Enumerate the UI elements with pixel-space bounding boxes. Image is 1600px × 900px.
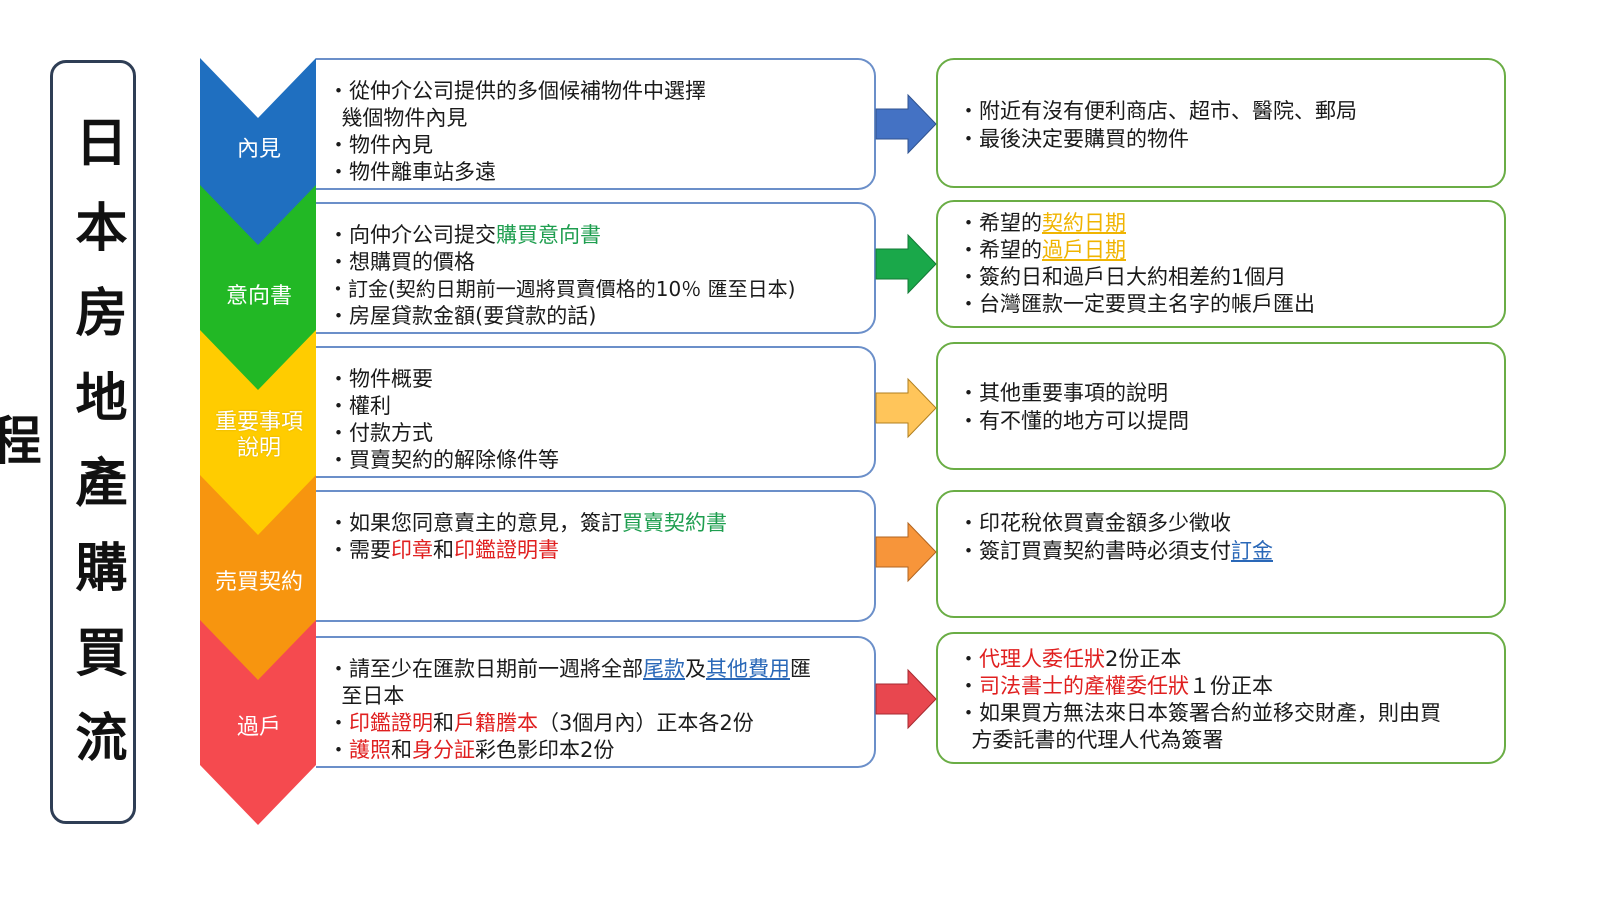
step-3-detail-line: ・付款方式	[328, 421, 433, 445]
step-4-note-box	[936, 490, 1506, 618]
step-1-detail-line: 幾個物件內見	[328, 106, 468, 130]
step-5-note-line: ・代理人委任狀2份正本	[958, 647, 1182, 671]
step-5-detail-line: ・請至少在匯款日期前一週將全部尾款及其他費用匯	[328, 657, 811, 681]
step-1-label: 內見	[236, 137, 281, 162]
step-3-note-line: ・有不懂的地方可以提問	[958, 409, 1189, 433]
chevron-step-1	[200, 58, 316, 245]
step-3-note-box	[936, 342, 1506, 470]
step-4-detail-line: ・如果您同意賣主的意見，簽訂買賣契約書	[328, 511, 727, 535]
step-3-detail-line: ・權利	[328, 394, 391, 418]
arrow-step-4	[875, 521, 937, 583]
arrow-step-2	[875, 233, 937, 295]
step-1-note-line: ・附近有沒有便利商店、超市、醫院、郵局	[958, 99, 1357, 123]
step-5-detail-line: ・印鑑證明和戶籍謄本（3個月內）正本各2份	[328, 711, 754, 735]
step-5-note-line: ・如果買方無法來日本簽署合約並移交財產，則由買	[958, 701, 1441, 725]
step-2-note-line: ・希望的過戶日期	[958, 238, 1126, 262]
step-2-detail-box	[316, 202, 876, 334]
process-chevrons	[200, 58, 316, 825]
step-4-detail-line: ・需要印章和印鑑證明書	[328, 538, 559, 562]
chevron-step-5	[200, 610, 316, 825]
step-4-note-line: ・簽訂買賣契約書時必須支付訂金	[958, 539, 1273, 563]
arrow-step-3	[875, 377, 937, 439]
title-box: 日本房地產購買流程	[0, 60, 136, 824]
step-2-detail-line: ・想購買的價格	[328, 250, 475, 274]
step-1-note-box	[936, 58, 1506, 188]
step-5-note-box	[936, 632, 1506, 764]
arrow-step-5	[875, 668, 937, 730]
step-5-detail-line: ・護照和身分証彩色影印本2份	[328, 738, 615, 762]
step-3-detail-box	[316, 346, 876, 478]
step-2-label: 意向書	[225, 284, 292, 309]
step-1-detail-line: ・物件內見	[328, 133, 433, 157]
page-title: 日本房地產購買流程	[0, 115, 126, 795]
step-2-detail-line: ・向仲介公司提交購買意向書	[328, 223, 601, 247]
step-4-detail-box	[316, 490, 876, 622]
chevron-step-3	[200, 320, 316, 535]
step-3-note-line: ・其他重要事項的說明	[958, 381, 1168, 405]
step-1-detail-line: ・從仲介公司提供的多個候補物件中選擇	[328, 79, 706, 103]
arrow-step-1	[875, 93, 937, 155]
step-2-note-line: ・簽約日和過戶日大約相差約1個月	[958, 265, 1287, 289]
step-3-detail-line: ・買賣契約的解除條件等	[328, 448, 559, 472]
chevron-step-4	[200, 465, 316, 680]
step-5-detail-box	[316, 636, 876, 768]
step-5-detail-line: 至日本	[328, 684, 405, 708]
step-3-label: 重要事項 說明	[214, 410, 303, 461]
step-5-note-line: ・司法書士的產權委任狀１份正本	[958, 674, 1273, 698]
step-3-detail-line: ・物件概要	[328, 367, 433, 391]
step-4-note-line: ・印花稅依買賣金額多少徵收	[958, 511, 1231, 535]
step-2-note-line: ・希望的契約日期	[958, 211, 1126, 235]
step-5-note-line: 方委託書的代理人代為簽署	[958, 728, 1224, 752]
step-2-note-line: ・台灣匯款一定要買主名字的帳戶匯出	[958, 292, 1315, 316]
step-2-detail-line: ・房屋貸款金額(要貸款的話)	[328, 304, 597, 328]
step-4-label: 売買契約	[214, 570, 303, 595]
step-1-note-line: ・最後決定要購買的物件	[958, 127, 1189, 151]
chevron-step-2	[200, 175, 316, 390]
step-5-label: 過戶	[236, 715, 281, 740]
step-1-detail-line: ・物件離車站多遠	[328, 160, 496, 184]
step-1-detail-box	[316, 58, 876, 190]
step-2-detail-line: ・訂金(契約日期前一週將買賣價格的10％ 匯至日本)	[328, 277, 796, 301]
step-2-note-box	[936, 200, 1506, 328]
